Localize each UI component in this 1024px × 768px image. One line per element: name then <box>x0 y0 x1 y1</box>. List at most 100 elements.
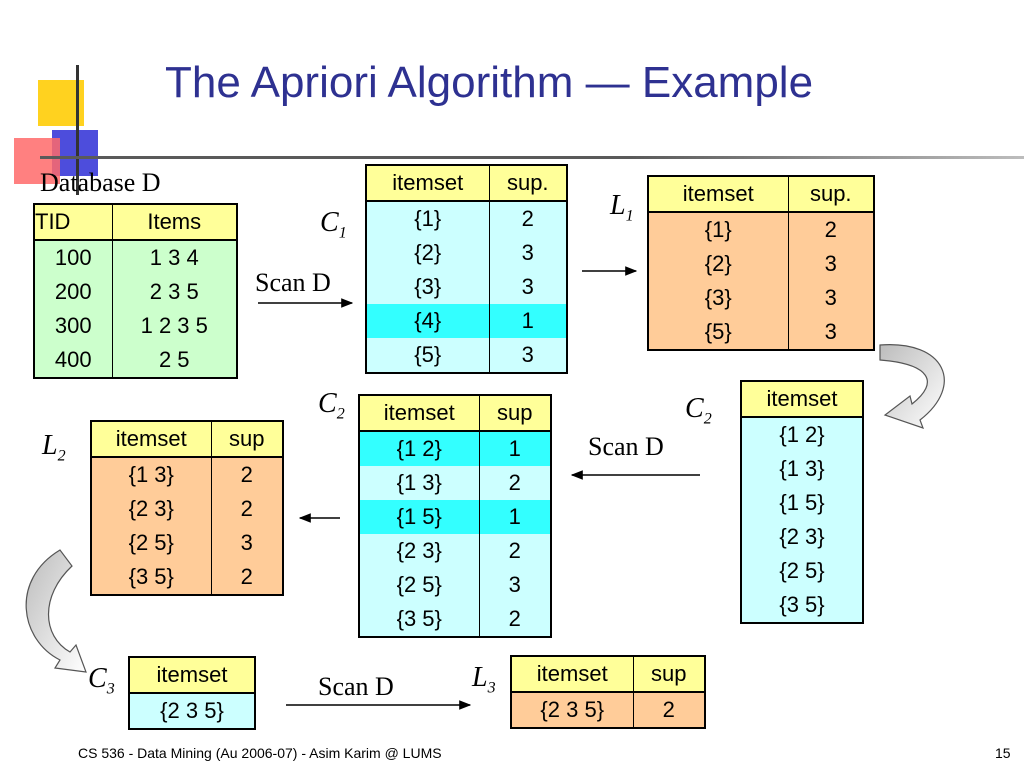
table-row: {5}3 <box>647 315 875 350</box>
cell: {1 3} <box>90 457 212 492</box>
table-row: {2 5}3 <box>358 568 552 602</box>
cell: 400 <box>33 343 113 378</box>
scan-d-label-3: Scan D <box>318 672 394 701</box>
cell: 1 2 3 5 <box>111 309 238 343</box>
cell: {1 2} <box>740 417 864 452</box>
header-cell: sup <box>632 656 706 693</box>
c2-list-label: C2 <box>685 393 712 428</box>
table-row: {3}3 <box>365 270 568 304</box>
cell: 1 <box>488 304 568 338</box>
header-cell: sup <box>210 421 284 458</box>
table-row-pruned: {1 2}1 <box>358 431 552 466</box>
cell: {1 3} <box>740 452 864 486</box>
cell: {3 5} <box>740 588 864 623</box>
header-cell: itemset <box>90 421 212 458</box>
curved-arrow-l1-c2 <box>879 344 945 429</box>
scan-d-label-2: Scan D <box>588 432 664 461</box>
header-cell: sup <box>478 395 552 432</box>
scan-d-label-1: Scan D <box>255 268 331 297</box>
cell: 2 <box>632 692 706 728</box>
list-item: {2 3 5} <box>128 693 256 729</box>
table-row: {1 3}2 <box>90 457 284 492</box>
cell: {2 3} <box>740 520 864 554</box>
table-row: {2 3}2 <box>90 492 284 526</box>
table-row: {1}2 <box>647 212 875 247</box>
list-item: {3 5} <box>740 588 864 623</box>
c2-count-label: C2 <box>318 388 345 423</box>
header-cell: TID <box>33 204 113 241</box>
cell: 300 <box>33 309 113 343</box>
cell: 3 <box>488 270 568 304</box>
slide-title: The Apriori Algorithm — Example <box>165 58 814 107</box>
cell: {2 5} <box>358 568 480 602</box>
corner-logo <box>14 65 98 195</box>
table-row: {2 5}3 <box>90 526 284 560</box>
c3-table: itemset {2 3 5} <box>128 656 256 730</box>
list-item: {1 3} <box>740 452 864 486</box>
table-row: {2 3}2 <box>358 534 552 568</box>
cell: 3 <box>787 247 875 281</box>
cell: {2} <box>647 247 789 281</box>
header-cell: itemset <box>510 656 634 693</box>
cell: {2} <box>365 236 490 270</box>
logo-red-square <box>14 138 60 184</box>
l3-label: L3 <box>472 662 496 697</box>
cell: 2 <box>210 492 284 526</box>
c1-label: C1 <box>320 207 347 242</box>
cell: {3 5} <box>90 560 212 595</box>
table-row: {2}3 <box>365 236 568 270</box>
c3-label: C3 <box>88 663 115 698</box>
cell: 2 <box>478 466 552 500</box>
cell: 2 3 5 <box>111 275 238 309</box>
list-item: {2 3} <box>740 520 864 554</box>
footer-text: CS 536 - Data Mining (Au 2006-07) - Asim… <box>78 745 442 761</box>
table-row: {5}3 <box>365 338 568 373</box>
cell: {1} <box>365 201 490 236</box>
cell: 2 <box>210 457 284 492</box>
cell: 1 <box>478 431 552 466</box>
cell: 3 <box>787 315 875 350</box>
cell: {5} <box>365 338 490 373</box>
cell: 200 <box>33 275 113 309</box>
header-cell: itemset <box>128 657 256 694</box>
table-row-pruned: {4}1 <box>365 304 568 338</box>
cell: 3 <box>478 568 552 602</box>
header-cell: itemset <box>740 381 864 418</box>
cell: 1 <box>478 500 552 534</box>
cell: 3 <box>210 526 284 560</box>
cell: 3 <box>488 236 568 270</box>
cell: {2 5} <box>90 526 212 560</box>
header-cell: sup. <box>488 165 568 202</box>
cell: {2 3} <box>90 492 212 526</box>
table-row-pruned: {1 5}1 <box>358 500 552 534</box>
table-row: {1 3}2 <box>358 466 552 500</box>
table-row: {1}2 <box>365 201 568 236</box>
header-cell: Items <box>111 204 238 241</box>
c2-list-table: itemset {1 2} {1 3} {1 5} {2 3} {2 5} {3… <box>740 380 864 624</box>
curved-arrow-l2-c3 <box>25 549 87 673</box>
cell: {1 3} <box>358 466 480 500</box>
cell: {5} <box>647 315 789 350</box>
cell: {4} <box>365 304 490 338</box>
table-row: {3 5}2 <box>358 602 552 637</box>
header-cell: itemset <box>358 395 480 432</box>
cell: 2 <box>478 534 552 568</box>
cell: 3 <box>787 281 875 315</box>
cell: 2 <box>787 212 875 247</box>
cell: {1} <box>647 212 789 247</box>
cell: {2 3 5} <box>128 693 256 729</box>
cell: 100 <box>33 240 113 275</box>
table-row: {3}3 <box>647 281 875 315</box>
table-row: {2 3 5}2 <box>510 692 706 728</box>
l1-label: L1 <box>610 190 634 225</box>
